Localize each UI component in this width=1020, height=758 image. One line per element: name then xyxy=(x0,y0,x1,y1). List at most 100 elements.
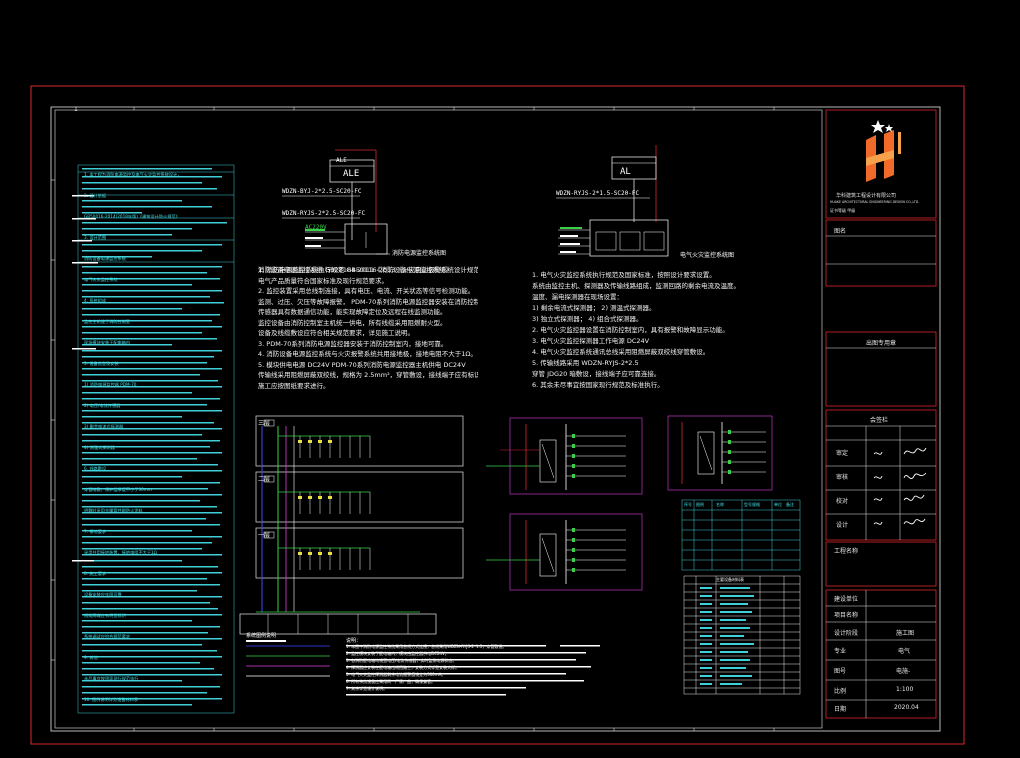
section-approval: 会签栏 xyxy=(870,417,889,424)
materials-col: 名称 xyxy=(716,502,724,507)
note-line: 系统由监控主机、探测器及传输线路组成，监测回路的剩余电流及温度。 xyxy=(532,282,740,290)
bottom-notes: 1. 本图中消防电源监控系统采用总线方式连接，总线采用WDZN-RYJS-2*1… xyxy=(346,643,596,699)
notes-fire-power: 1. 消防电源监控系统执行规范 GB50116-2013《火灾自动报警系统设计规… xyxy=(258,265,478,391)
legend-title: 系统图例说明 xyxy=(246,633,277,639)
left-note-line: 系统调试应符合规范要求 xyxy=(84,634,131,639)
certificate: 证书等级 甲级 xyxy=(830,208,856,213)
note-line: 4. 电气火灾监控系统通讯总线采用阻燃屏蔽双绞线穿管敷设。 xyxy=(532,348,710,356)
field-value: 1:100 xyxy=(896,686,914,693)
border-ticks xyxy=(51,107,775,731)
field-value: 2020.04 xyxy=(894,704,919,711)
al-caption: 电气火灾监控系统图 xyxy=(680,252,735,259)
left-note-line: 2. 设计依据 xyxy=(84,193,107,198)
device-table-large xyxy=(683,575,801,695)
bottom-note-line: 7. 其余详见设计说明。 xyxy=(346,686,388,691)
note-line: 温度、漏电探测器在现场设置： xyxy=(532,293,623,301)
ale-cable-1: WDZN-BYJ-2*2.5-SC20-FC xyxy=(282,188,362,195)
ale-caption: 消防电源监控系统图 xyxy=(392,250,447,257)
left-note-line: 5. 设备选型及安装 xyxy=(84,361,119,366)
note-line: 监控设备由消防控制室主机统一供电，所有线缆采用阻燃耐火型。 xyxy=(258,318,447,327)
left-note-line: 3. 设计范围 xyxy=(84,235,107,240)
section-seal: 出图专用章 xyxy=(866,340,897,347)
field-label: 建设单位 xyxy=(834,596,859,603)
left-note-line: 4) 测温式探测器 xyxy=(84,445,115,450)
note-line: 1) 剩余电流式探测器； 2) 测温式探测器。 xyxy=(532,304,656,312)
note-line: 3) 独立式探测器； 4) 组合式探测器。 xyxy=(532,315,643,323)
left-note-line: 8. 施工要求 xyxy=(84,571,107,576)
field-label: 图号 xyxy=(834,668,847,675)
field-value: 施工图 xyxy=(896,630,915,637)
field-label: 比例 xyxy=(834,688,847,695)
note-line: 5. 模块供电电源 DC24V PDM-70系列消防电源监控器主机供电 DC24… xyxy=(258,360,466,369)
materials-col: 序号 xyxy=(684,502,692,507)
signatures xyxy=(873,447,927,525)
left-note-line: 消防设备电源监控系统 xyxy=(84,256,126,261)
left-note-line: 穿管暗敷，保护层厚度不小于30mm xyxy=(84,487,152,492)
field-label: 项目名称 xyxy=(834,612,859,619)
left-note-line: 线缆两端应有明显标识 xyxy=(84,613,126,618)
materials-col: 型号规格 xyxy=(744,502,760,507)
al-cable: WDZN-RYJS-2*1.5-SC20-FC xyxy=(556,190,640,197)
left-note-line: 6. 线路敷设 xyxy=(84,466,107,471)
fire-detector-diagram-2 xyxy=(486,513,643,591)
floor-label-2: 二层 xyxy=(258,476,271,483)
ale-cable-2: WDZN-RYJS-2*2.5-SC20-FC xyxy=(282,210,366,217)
left-note-line: 采用共用接地装置，接地电阻不大于1Ω xyxy=(84,550,157,555)
note-line: 传输线采用阻燃屏蔽双绞线，规格为 2.5mm²，穿管敷设，接线端子应有标识。 xyxy=(258,371,478,379)
title-block xyxy=(825,109,937,719)
note-line: 3. 电气火灾监控探测器工作电源 DC24V xyxy=(532,337,650,345)
note-line: 穿管 JDG20 暗敷设，接线端子应可靠连接。 xyxy=(532,370,661,378)
notes-electrical-fire: 1. 电气火灾监控系统执行规范及国家标准，按照设计要求设置。 系统由监控主机、探… xyxy=(532,270,792,391)
left-note-line: 1. 本工程为消防电源监控及电气火灾监控系统设计， xyxy=(84,172,182,177)
role-label: 校对 xyxy=(836,498,849,505)
al-panel-diagram xyxy=(556,145,669,257)
field-label: 日期 xyxy=(834,706,847,713)
note-line: 2. 监控装置采用总线制连接，具有电压、电流、开关状态等信号检测功能。 xyxy=(258,287,475,295)
note-line: 施工应按图纸要求进行。 xyxy=(258,381,330,390)
note-line: 消防设备电源监控系统 GB28184-2011《消防设备电源监控系统》 xyxy=(258,266,453,274)
left-note-line: 7. 接地要求 xyxy=(84,529,107,534)
left-note-line: 设备安装应牢固可靠 xyxy=(84,592,122,597)
ale-header: ALE xyxy=(336,157,347,164)
note-line: 监测、过压、欠压等故障报警， PDM-70系列消防电源监控器安装在消防控制室。 xyxy=(258,297,478,306)
role-label: 设计 xyxy=(836,522,849,529)
note-line: 设备及线缆敷设应符合相关规范要求，详见施工说明。 xyxy=(258,329,414,337)
inner-frame xyxy=(50,106,941,732)
role-label: 审核 xyxy=(836,474,849,481)
ale-voltage: AC220V xyxy=(305,224,327,231)
left-note-line: 监控主机设于消防控制室 xyxy=(84,319,131,324)
legend-lines xyxy=(246,640,330,677)
fire-detector-diagram-1 xyxy=(486,417,643,495)
al-tag: AL xyxy=(620,167,631,177)
bottom-note-line: 6. 所有系统设备应采用同一厂家产品，确保兼容。 xyxy=(346,679,436,684)
floor-label-1: 一层 xyxy=(258,532,271,539)
field-value: 电施- xyxy=(896,668,911,675)
floor-label-3: 三层 xyxy=(258,420,271,427)
left-notes-text: 1. 本工程为消防电源监控及电气火灾监控系统设计， 2. 设计依据 GB5001… xyxy=(84,164,232,712)
drawing-area xyxy=(54,109,823,729)
left-note-line: 10. 图例说明详见设备材料表 xyxy=(84,697,139,702)
left-note-line: 3) 剩余电流式探测器 xyxy=(84,424,124,429)
bottom-note-line: 5. 电气火灾监控探测器剩余电流报警值设定为300mA。 xyxy=(346,672,446,677)
drawing-label: 图名 xyxy=(834,228,847,235)
note-line: 6. 其余未尽事宜按国家现行规范及标准执行。 xyxy=(532,381,664,389)
left-note-line: 4. 系统组成 xyxy=(84,298,107,303)
company-logo xyxy=(866,120,901,182)
bottom-notes-lines xyxy=(346,645,600,696)
grid-number: 1 xyxy=(74,106,78,113)
bottom-note-line: 3. 各消防配电箱均设置电压/电流传感器，实时监测电源状态。 xyxy=(346,658,457,663)
bottom-note-line: 2. 监控模块安装于配电箱内，模块由监控器供电DC24V。 xyxy=(346,651,449,656)
company-name: 华科建筑工程设计有限公司 xyxy=(836,193,897,199)
title-block-inner xyxy=(826,235,936,718)
field-value: 电气 xyxy=(898,648,911,655)
floor-system-diagram xyxy=(239,415,464,635)
materials-col: 单位 xyxy=(774,502,782,507)
device-table-small xyxy=(681,499,801,571)
project-label: 工程名称 xyxy=(834,548,859,555)
note-line: 3. PDM-70系列消防电源监控器安装于消防控制室内，接地可靠。 xyxy=(258,339,448,348)
left-note-line: 未尽事宜按国家现行规范执行 xyxy=(84,676,139,681)
left-notes-table xyxy=(77,164,235,714)
note-line: 5. 传输线路采用 WDZN-RYJS-2*2.5 xyxy=(532,359,639,367)
